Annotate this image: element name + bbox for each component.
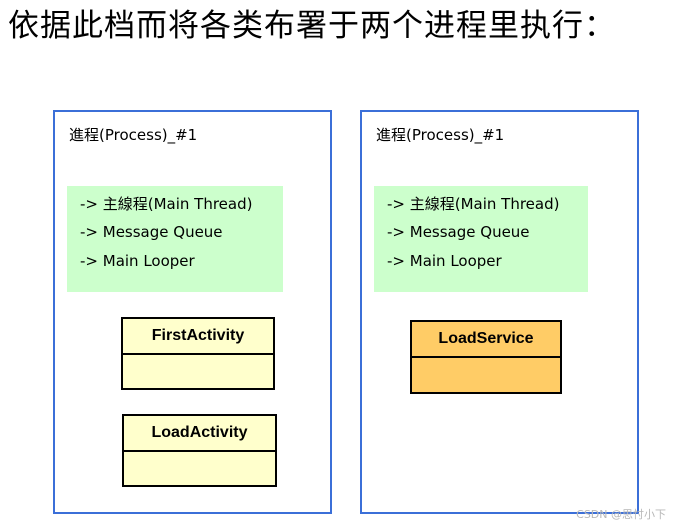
class-name: LoadService — [412, 322, 560, 358]
main-thread-panel: -> 主線程(Main Thread) -> Message Queue -> … — [374, 186, 588, 292]
first-activity-class-box: FirstActivity — [121, 317, 275, 390]
class-body — [123, 355, 273, 388]
main-thread-panel: -> 主線程(Main Thread) -> Message Queue -> … — [67, 186, 283, 292]
process-title: 進程(Process)_#1 — [69, 126, 198, 144]
main-thread-line: -> 主線程(Main Thread) — [80, 195, 253, 213]
load-service-class-box: LoadService — [410, 320, 562, 394]
message-queue-line: -> Message Queue — [80, 223, 223, 241]
message-queue-line: -> Message Queue — [387, 223, 530, 241]
process-box-2: 進程(Process)_#1 -> 主線程(Main Thread) -> Me… — [360, 110, 639, 514]
main-looper-line: -> Main Looper — [80, 252, 195, 270]
class-name: LoadActivity — [124, 416, 275, 452]
process-title: 進程(Process)_#1 — [376, 126, 505, 144]
page-heading: 依据此档而将各类布署于两个进程里执行： — [8, 8, 616, 44]
load-activity-class-box: LoadActivity — [122, 414, 277, 487]
main-looper-line: -> Main Looper — [387, 252, 502, 270]
process-box-1: 進程(Process)_#1 -> 主線程(Main Thread) -> Me… — [53, 110, 332, 514]
class-body — [412, 358, 560, 392]
watermark: CSDN @思忖小下 — [576, 508, 666, 521]
class-name: FirstActivity — [123, 319, 273, 355]
main-thread-line: -> 主線程(Main Thread) — [387, 195, 560, 213]
class-body — [124, 452, 275, 485]
